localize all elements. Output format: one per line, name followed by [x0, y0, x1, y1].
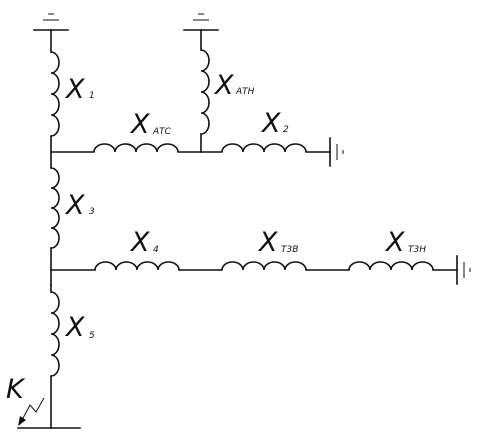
svg-text:X: X	[213, 70, 234, 101]
label-x1: X 1	[64, 74, 95, 105]
label-x4: X 4	[129, 227, 159, 258]
coil-x2	[221, 143, 307, 153]
coil-xt3h	[348, 261, 434, 271]
svg-text:1: 1	[89, 91, 95, 101]
svg-text:X: X	[64, 312, 85, 343]
coil-x1	[50, 51, 60, 137]
label-x3: X 3	[64, 190, 95, 221]
svg-text:АТН: АТН	[235, 87, 255, 97]
label-xatc: X АТС	[129, 109, 172, 140]
svg-text:Т3Н: Т3Н	[408, 245, 426, 255]
label-x5: X 5	[64, 312, 95, 343]
svg-text:X: X	[129, 109, 150, 140]
svg-text:X: X	[64, 190, 85, 221]
label-xt3h: X Т3Н	[384, 227, 426, 258]
svg-text:X: X	[64, 74, 85, 105]
svg-text:АТС: АТС	[152, 127, 172, 137]
coil-x5	[50, 291, 60, 377]
label-xath: X АТН	[213, 70, 255, 101]
fault-label: K	[6, 374, 26, 405]
label-xt3b: X Т3В	[257, 227, 298, 258]
coil-x3	[50, 167, 60, 249]
svg-text:Т3В: Т3В	[281, 245, 298, 255]
svg-text:X: X	[260, 108, 281, 139]
svg-text:X: X	[129, 227, 150, 258]
coil-xt3b	[221, 261, 307, 271]
source-terminal-upper	[329, 137, 344, 167]
ground-symbol-top-left	[33, 13, 69, 31]
svg-text:2: 2	[283, 125, 289, 135]
svg-text:4: 4	[153, 245, 159, 255]
source-terminal-lower	[456, 255, 471, 285]
coil-xatc	[93, 143, 179, 153]
svg-text:5: 5	[89, 331, 95, 341]
svg-text:X: X	[384, 227, 405, 258]
coil-x4	[94, 261, 180, 271]
coil-xath	[200, 49, 210, 135]
label-x2: X 2	[260, 108, 289, 139]
ground-symbol-top-right	[183, 13, 219, 31]
svg-text:3: 3	[89, 207, 95, 217]
svg-text:X: X	[257, 227, 278, 258]
fault-arrow-icon	[18, 397, 45, 426]
